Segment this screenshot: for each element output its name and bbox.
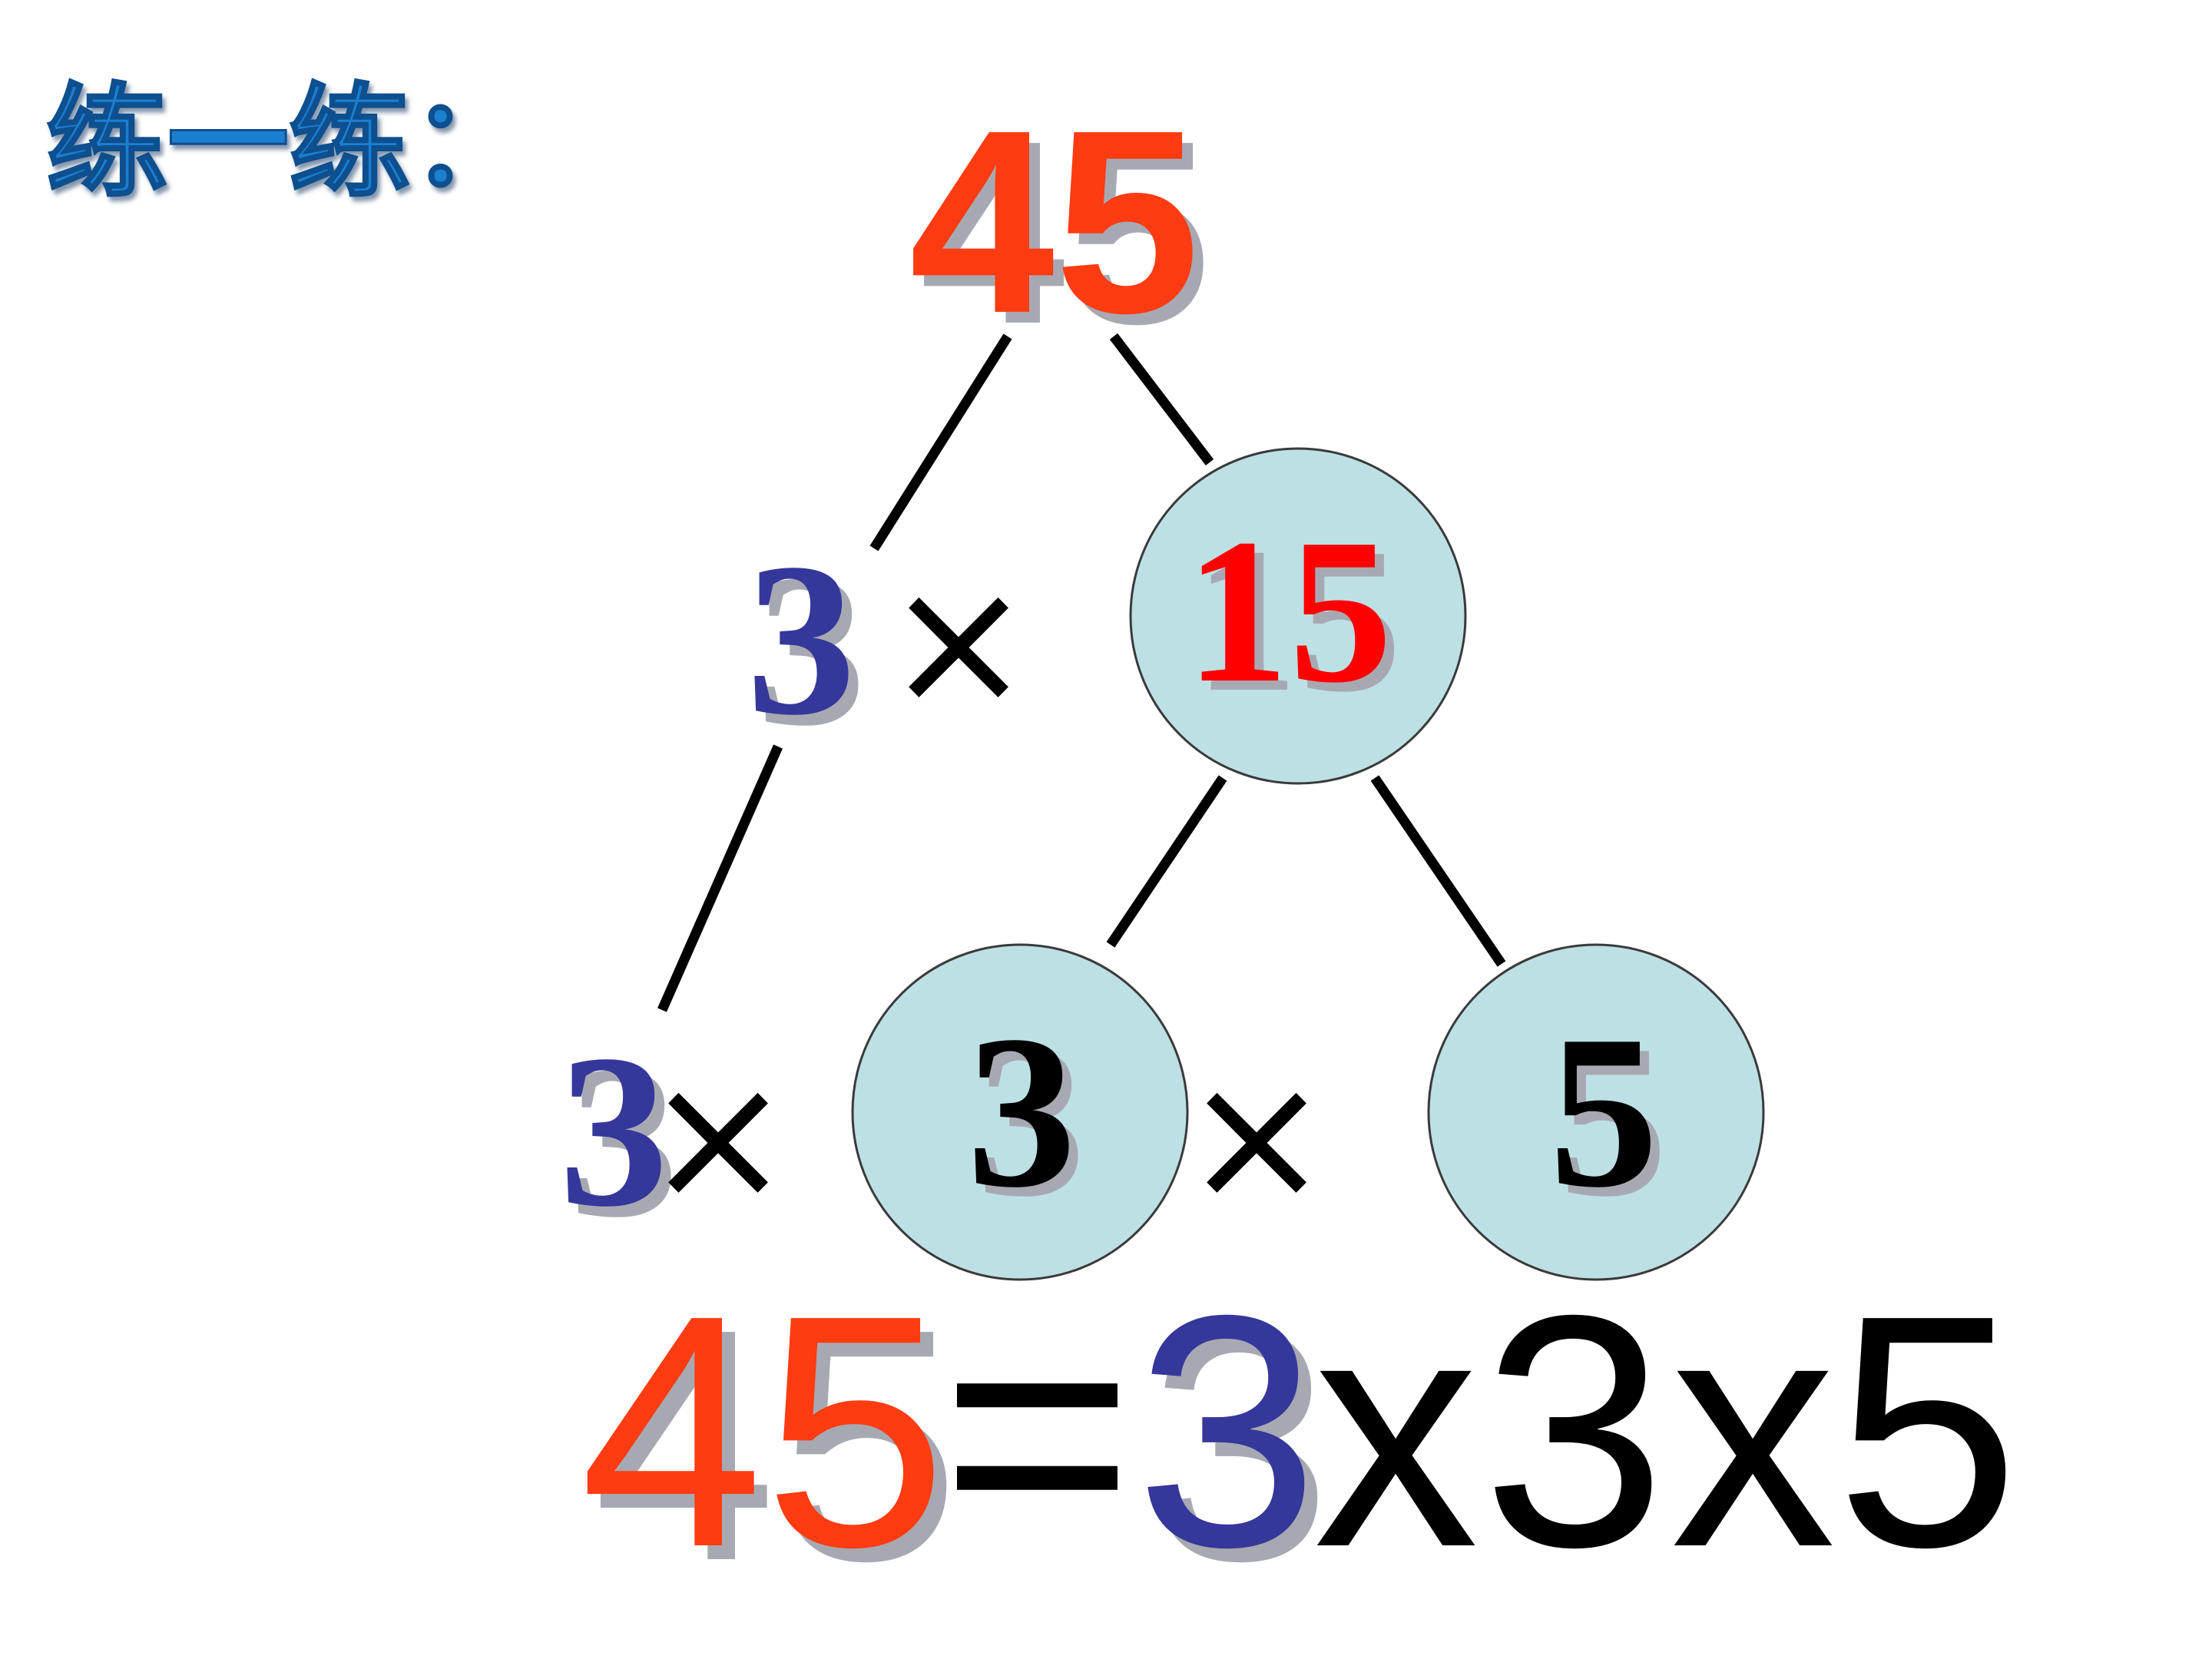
equation-45: 45 — [580, 1247, 947, 1616]
branch-15-to-3 — [1106, 775, 1227, 948]
branch-3-to-3 — [657, 744, 783, 1012]
tree-circles — [851, 447, 1765, 1281]
equation-times-1: x — [1313, 1247, 1479, 1616]
equation-factor-3: 5 — [1836, 1247, 2019, 1616]
level1-times: × — [885, 540, 1033, 745]
level2-3-middle: 3 — [967, 990, 1077, 1233]
level1-3: 3 — [747, 518, 856, 760]
tree-level-1: 3 3 × 15 15 — [747, 496, 1402, 771]
equation-equals: = — [941, 1247, 1134, 1616]
slide-title: 练一练： — [46, 72, 531, 214]
branch-45-to-15 — [1109, 333, 1214, 465]
equation-times-2: x — [1671, 1247, 1836, 1616]
level2-times-2: × — [1183, 1035, 1331, 1240]
circle-3 — [851, 943, 1189, 1281]
equation-45-shadow: 45 — [593, 1261, 960, 1630]
tree-level-2: 3 3 × 3 3 × 5 5 — [559, 990, 1668, 1263]
tree-root: 45 45 — [909, 76, 1210, 379]
level2-5: 5 — [1549, 990, 1659, 1233]
equation-factor-2: 3 — [1482, 1247, 1666, 1616]
level2-3-left: 3 — [559, 1009, 669, 1252]
level1-3-shadow: 3 — [757, 528, 866, 771]
level1-15-shadow: 15 — [1194, 505, 1402, 735]
level2-5-shadow: 5 — [1558, 999, 1668, 1242]
circle-5 — [1427, 943, 1765, 1281]
equation-factor-1: 3 — [1135, 1247, 1319, 1616]
circle-15 — [1129, 447, 1467, 785]
level2-3-middle-shadow: 3 — [976, 999, 1086, 1242]
level2-3-left-shadow: 3 — [569, 1020, 679, 1263]
root-45-shadow: 45 — [920, 87, 1210, 379]
level1-15: 15 — [1185, 496, 1392, 726]
equation: 45 45 = 3 3 x 3 x 5 — [580, 1247, 2019, 1630]
tree-branches — [657, 333, 1506, 1012]
branch-45-to-3 — [869, 333, 1012, 551]
root-45: 45 — [909, 76, 1200, 368]
level2-times-1: × — [644, 1035, 793, 1240]
branch-15-to-5 — [1370, 775, 1506, 967]
equation-factor-1-shadow: 3 — [1148, 1261, 1332, 1630]
